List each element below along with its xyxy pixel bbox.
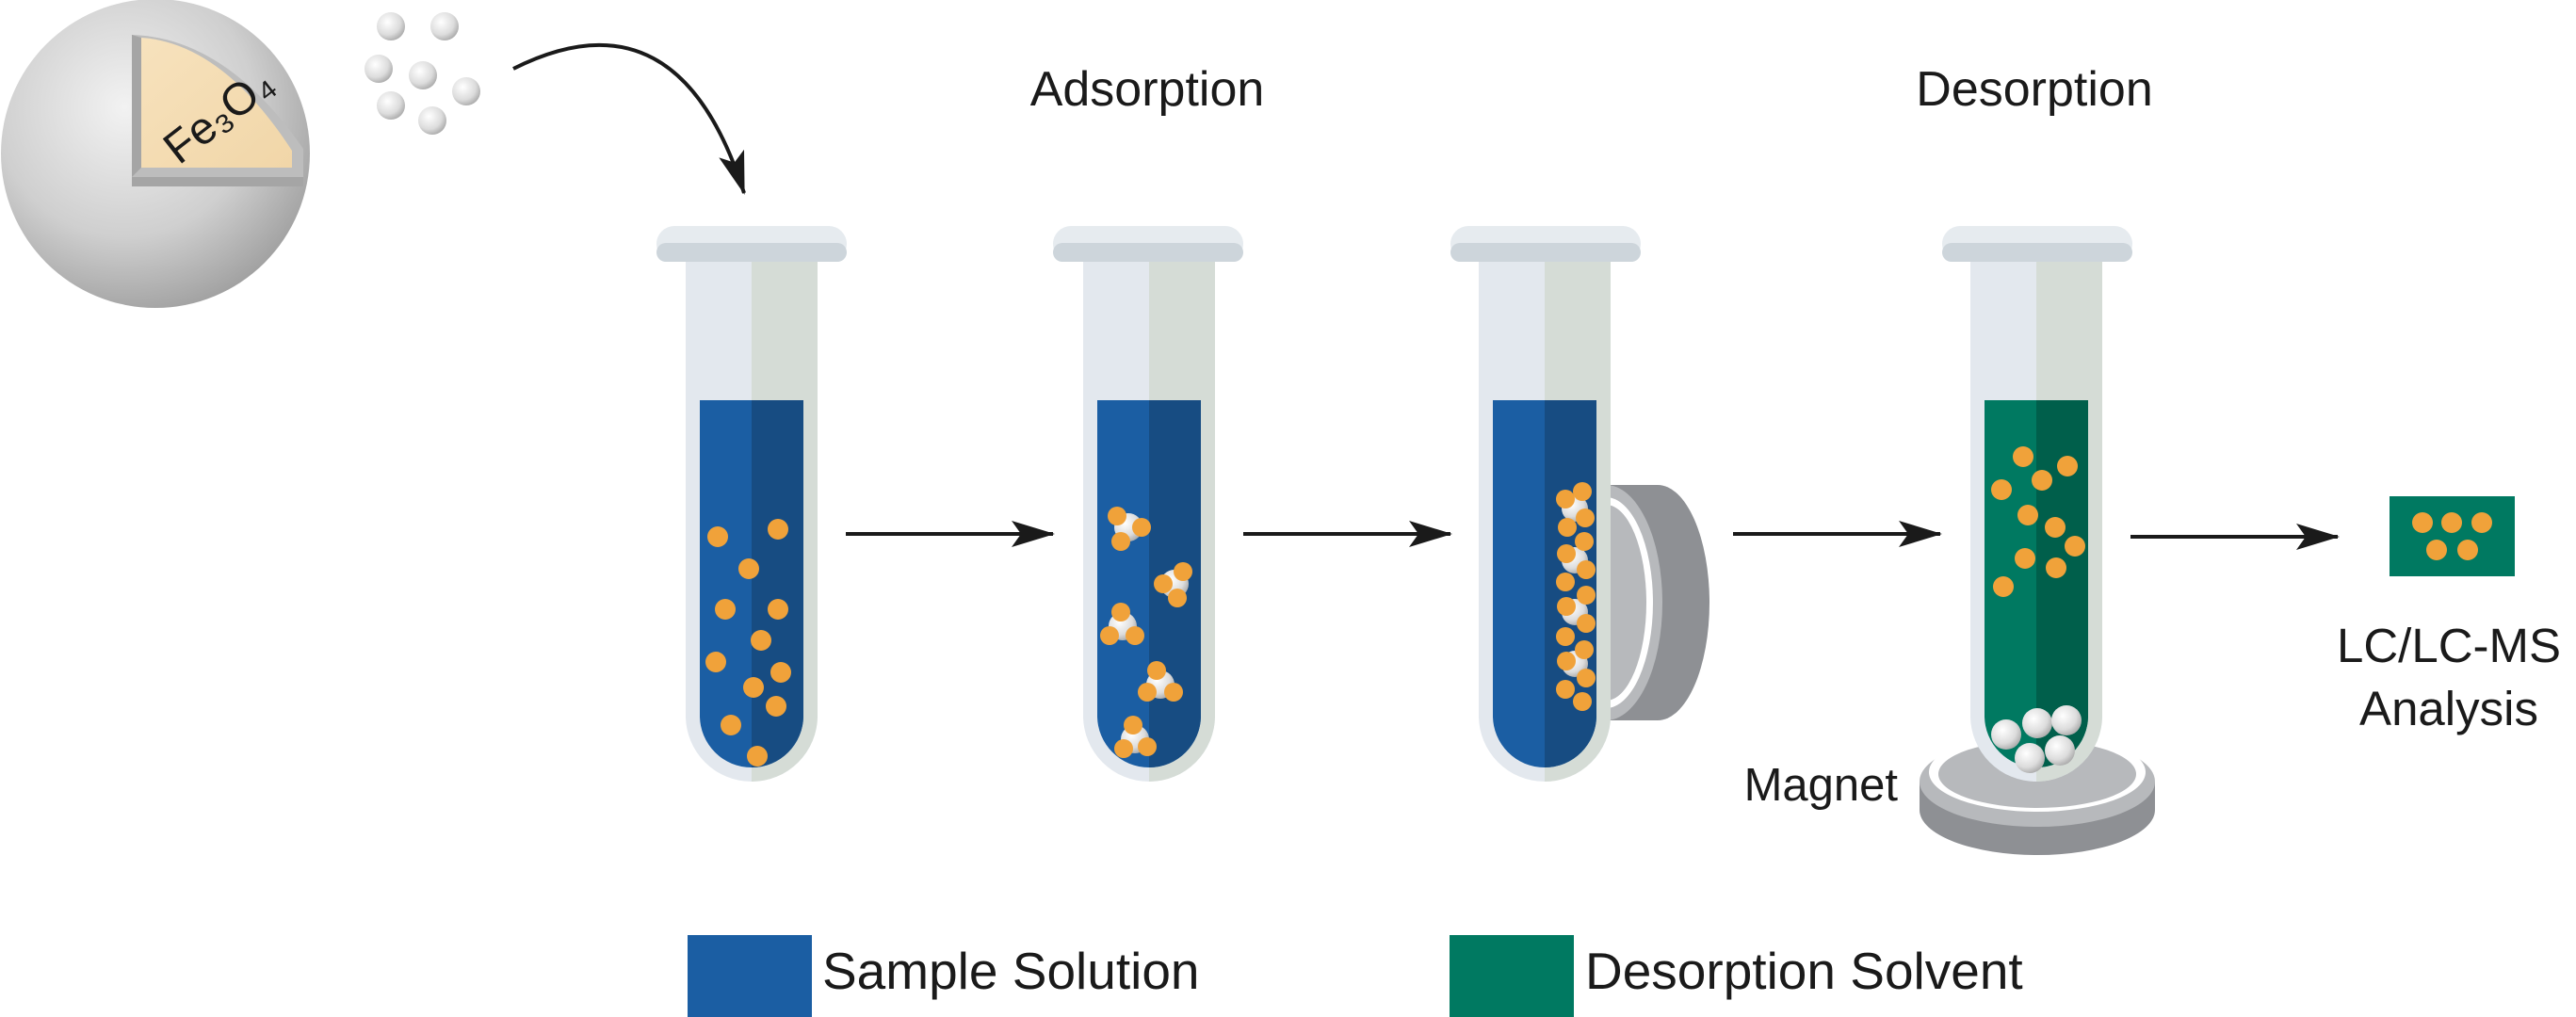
- collected-beads: [1991, 705, 2082, 773]
- stage-title-desorption: Desorption: [1916, 62, 2152, 117]
- analyte-dots: [705, 519, 791, 767]
- add-particles-arrow: [512, 42, 746, 195]
- nanoparticle-beads: [365, 12, 480, 135]
- legend-label-desorption-solvent: Desorption Solvent: [1585, 942, 2023, 1000]
- test-tube-4: [1920, 226, 2155, 855]
- analysis-label-line1: LC/LC-MS: [2337, 619, 2561, 672]
- legend: Sample Solution Desorption Solvent: [688, 935, 2023, 1017]
- released-analytes: [1991, 446, 2085, 597]
- stage-title-adsorption: Adsorption: [1030, 62, 1265, 117]
- test-tube-2: [1053, 226, 1243, 782]
- magnetic-nanoparticle: Fe₃O₄: [1, 0, 310, 308]
- magnet-label: Magnet: [1744, 760, 1899, 811]
- legend-swatch-sample-solution: [688, 935, 812, 1017]
- analysis-label-line2: Analysis: [2359, 682, 2538, 735]
- analysis-sample: [2390, 496, 2515, 576]
- legend-swatch-desorption-solvent: [1450, 935, 1574, 1017]
- bound-clusters: [1100, 507, 1192, 758]
- test-tube-3: [1450, 226, 1709, 782]
- test-tube-1: [656, 226, 847, 782]
- captured-clusters: [1556, 482, 1596, 711]
- legend-label-sample-solution: Sample Solution: [822, 942, 1200, 1000]
